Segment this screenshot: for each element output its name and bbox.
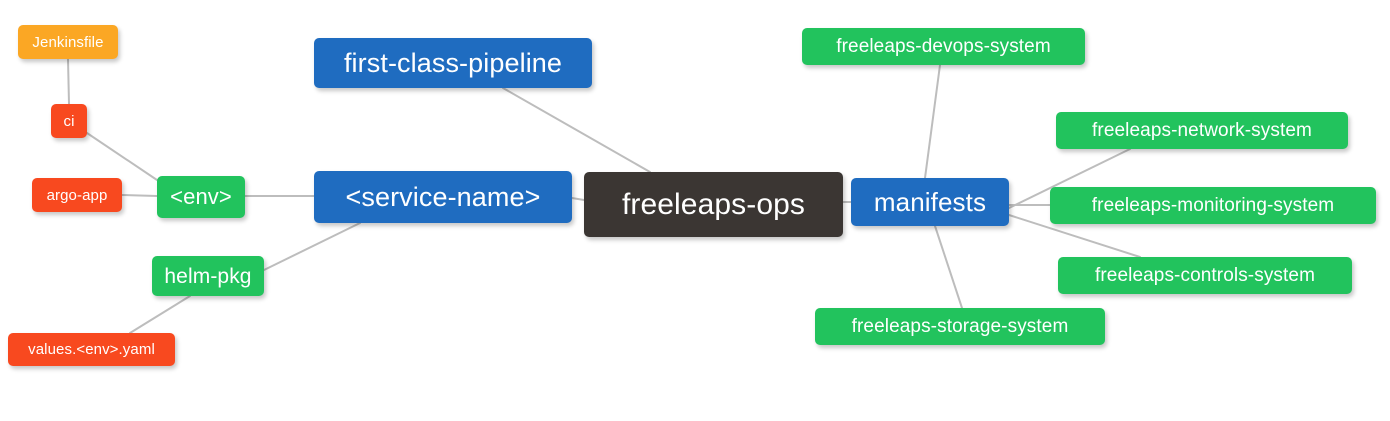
node-service-name[interactable]: <service-name> [314,171,572,223]
node-env[interactable]: <env> [157,176,245,218]
node-freeleaps-monitoring-system[interactable]: freeleaps-monitoring-system [1050,187,1376,224]
node-label-argo-app: argo-app [46,186,108,204]
edge-e-jenkinsfile-ci [67,58,70,105]
edge-e-manifests-devops [924,64,941,179]
edge-e-manifests-storage [934,225,963,309]
node-freeleaps-ops[interactable]: freeleaps-ops [584,172,843,237]
node-ci[interactable]: ci [51,104,87,138]
node-freeleaps-devops-system[interactable]: freeleaps-devops-system [802,28,1085,65]
node-freeleaps-storage-system[interactable]: freeleaps-storage-system [815,308,1105,345]
node-argo-app[interactable]: argo-app [32,178,122,212]
node-label-freeleaps-storage-system: freeleaps-storage-system [851,316,1069,337]
edge-e-ci-env [86,132,158,181]
node-label-freeleaps-network-system: freeleaps-network-system [1092,120,1312,141]
node-label-first-class-pipeline: first-class-pipeline [343,47,563,78]
node-label-freeleaps-controls-system: freeleaps-controls-system [1094,265,1316,286]
node-jenkinsfile[interactable]: Jenkinsfile [18,25,118,59]
node-label-helm-pkg: helm-pkg [164,264,252,288]
node-values-yaml[interactable]: values.<env>.yaml [8,333,175,366]
edge-e-service-ops [571,197,585,201]
node-freeleaps-controls-system[interactable]: freeleaps-controls-system [1058,257,1352,294]
node-label-manifests: manifests [873,187,987,217]
node-label-freeleaps-ops: freeleaps-ops [621,187,806,221]
node-label-freeleaps-monitoring-system: freeleaps-monitoring-system [1091,195,1335,216]
node-label-values-yaml: values.<env>.yaml [28,341,155,358]
node-label-jenkinsfile: Jenkinsfile [32,33,104,51]
node-freeleaps-network-system[interactable]: freeleaps-network-system [1056,112,1348,149]
edge-e-values-helm [129,295,191,334]
node-first-class-pipeline[interactable]: first-class-pipeline [314,38,592,88]
node-label-ci: ci [63,112,75,130]
node-label-freeleaps-devops-system: freeleaps-devops-system [836,36,1051,57]
node-helm-pkg[interactable]: helm-pkg [152,256,264,296]
node-label-env: <env> [170,184,232,209]
edge-e-argoapp-env [121,194,158,197]
node-label-service-name: <service-name> [345,181,541,212]
node-manifests[interactable]: manifests [851,178,1009,226]
edge-e-pipeline-ops [502,87,651,173]
edge-e-helm-service [263,222,361,271]
